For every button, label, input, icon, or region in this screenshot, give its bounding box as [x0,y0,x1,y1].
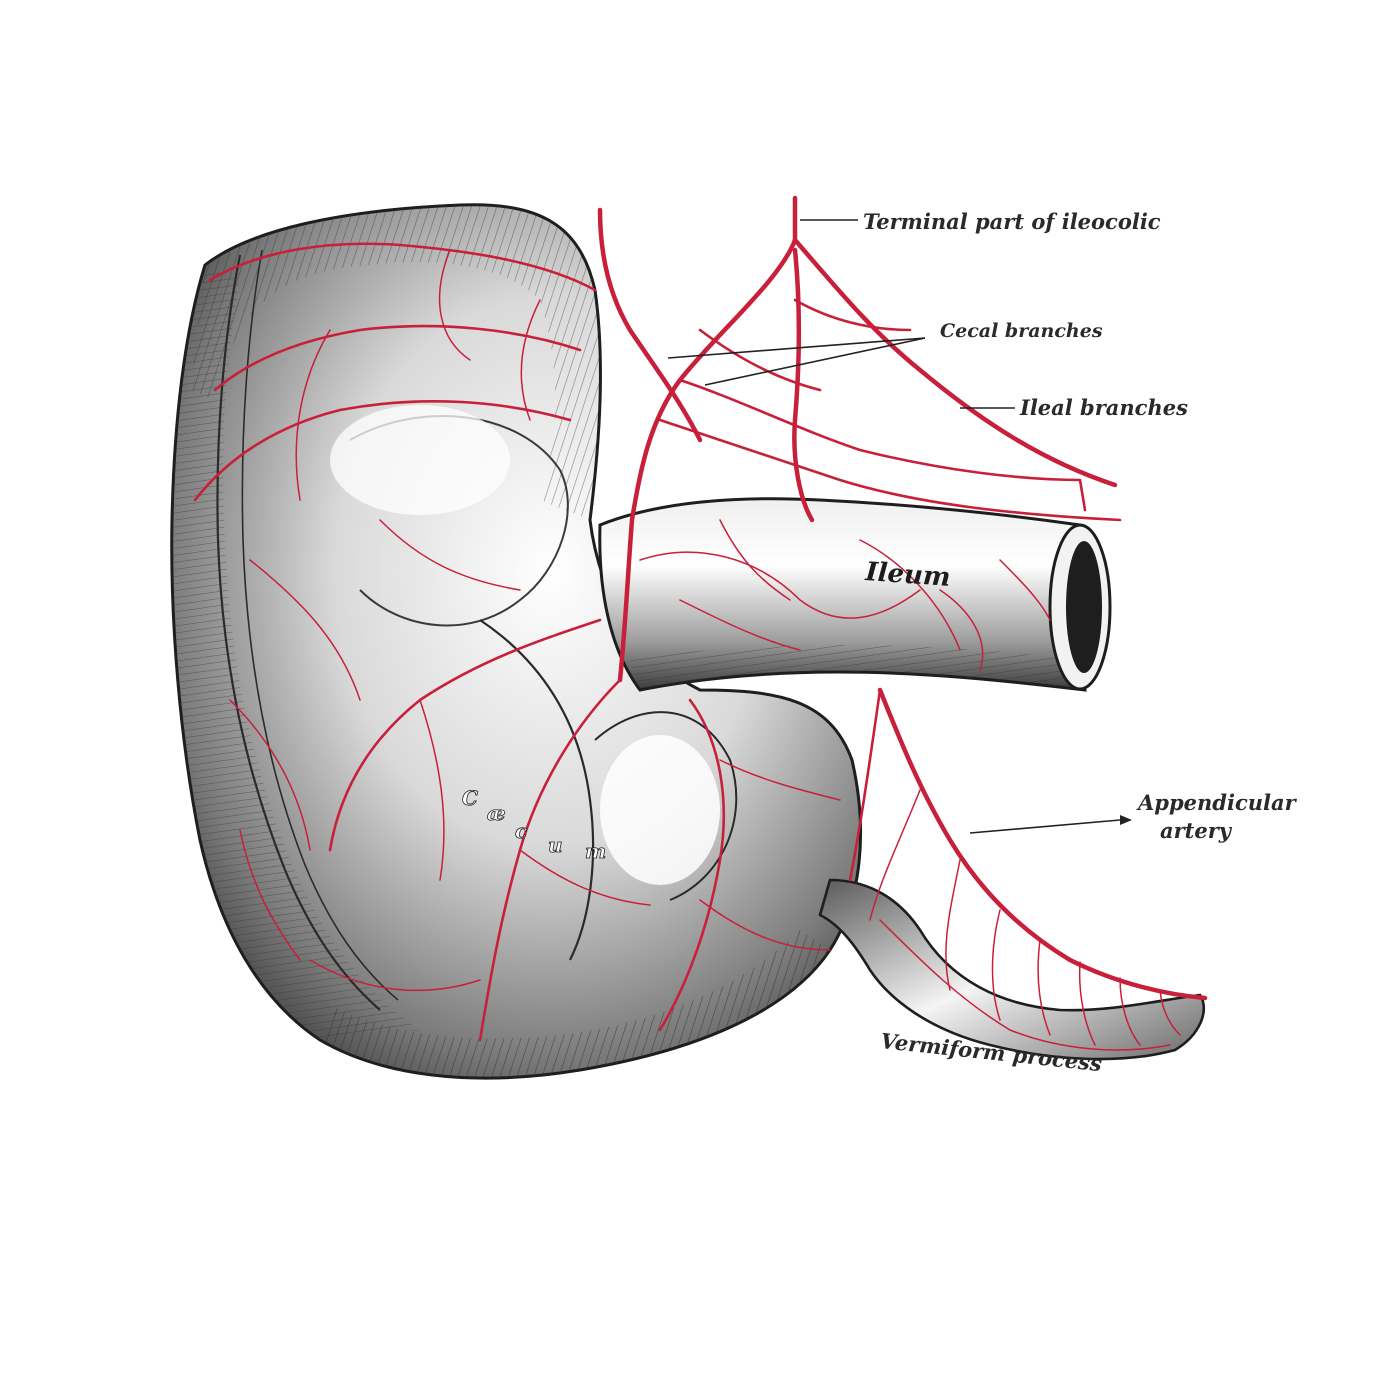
cecum-letter: m [585,839,606,863]
label-ileal-branches: Ileal branches [1019,395,1188,420]
ileum [598,497,1112,692]
label-ileum: Ileum [864,557,952,593]
terminal-ileocolic-artery [617,195,798,683]
label-artery: artery [1160,818,1233,843]
label-terminal-ileocolic: Terminal part of ileocolic [863,209,1161,234]
label-cecal-branches: Cecal branches [940,320,1103,342]
artery-network [193,195,1208,1051]
cecum-letter: æ [487,801,506,825]
left-trunk [597,207,703,443]
cecum-letter: c [515,819,527,843]
cecum-body [170,203,863,1080]
label-cecum: C æ c u m [462,786,607,864]
cecum-letter: C [462,786,478,810]
leader-lines [667,219,1132,834]
ileal-arch [792,237,1118,488]
label-appendicular: Appendicular [1136,790,1298,815]
appendicular-artery [877,687,1208,1001]
vermiform-process [818,878,1206,1061]
cecum-letter: u [548,833,563,857]
